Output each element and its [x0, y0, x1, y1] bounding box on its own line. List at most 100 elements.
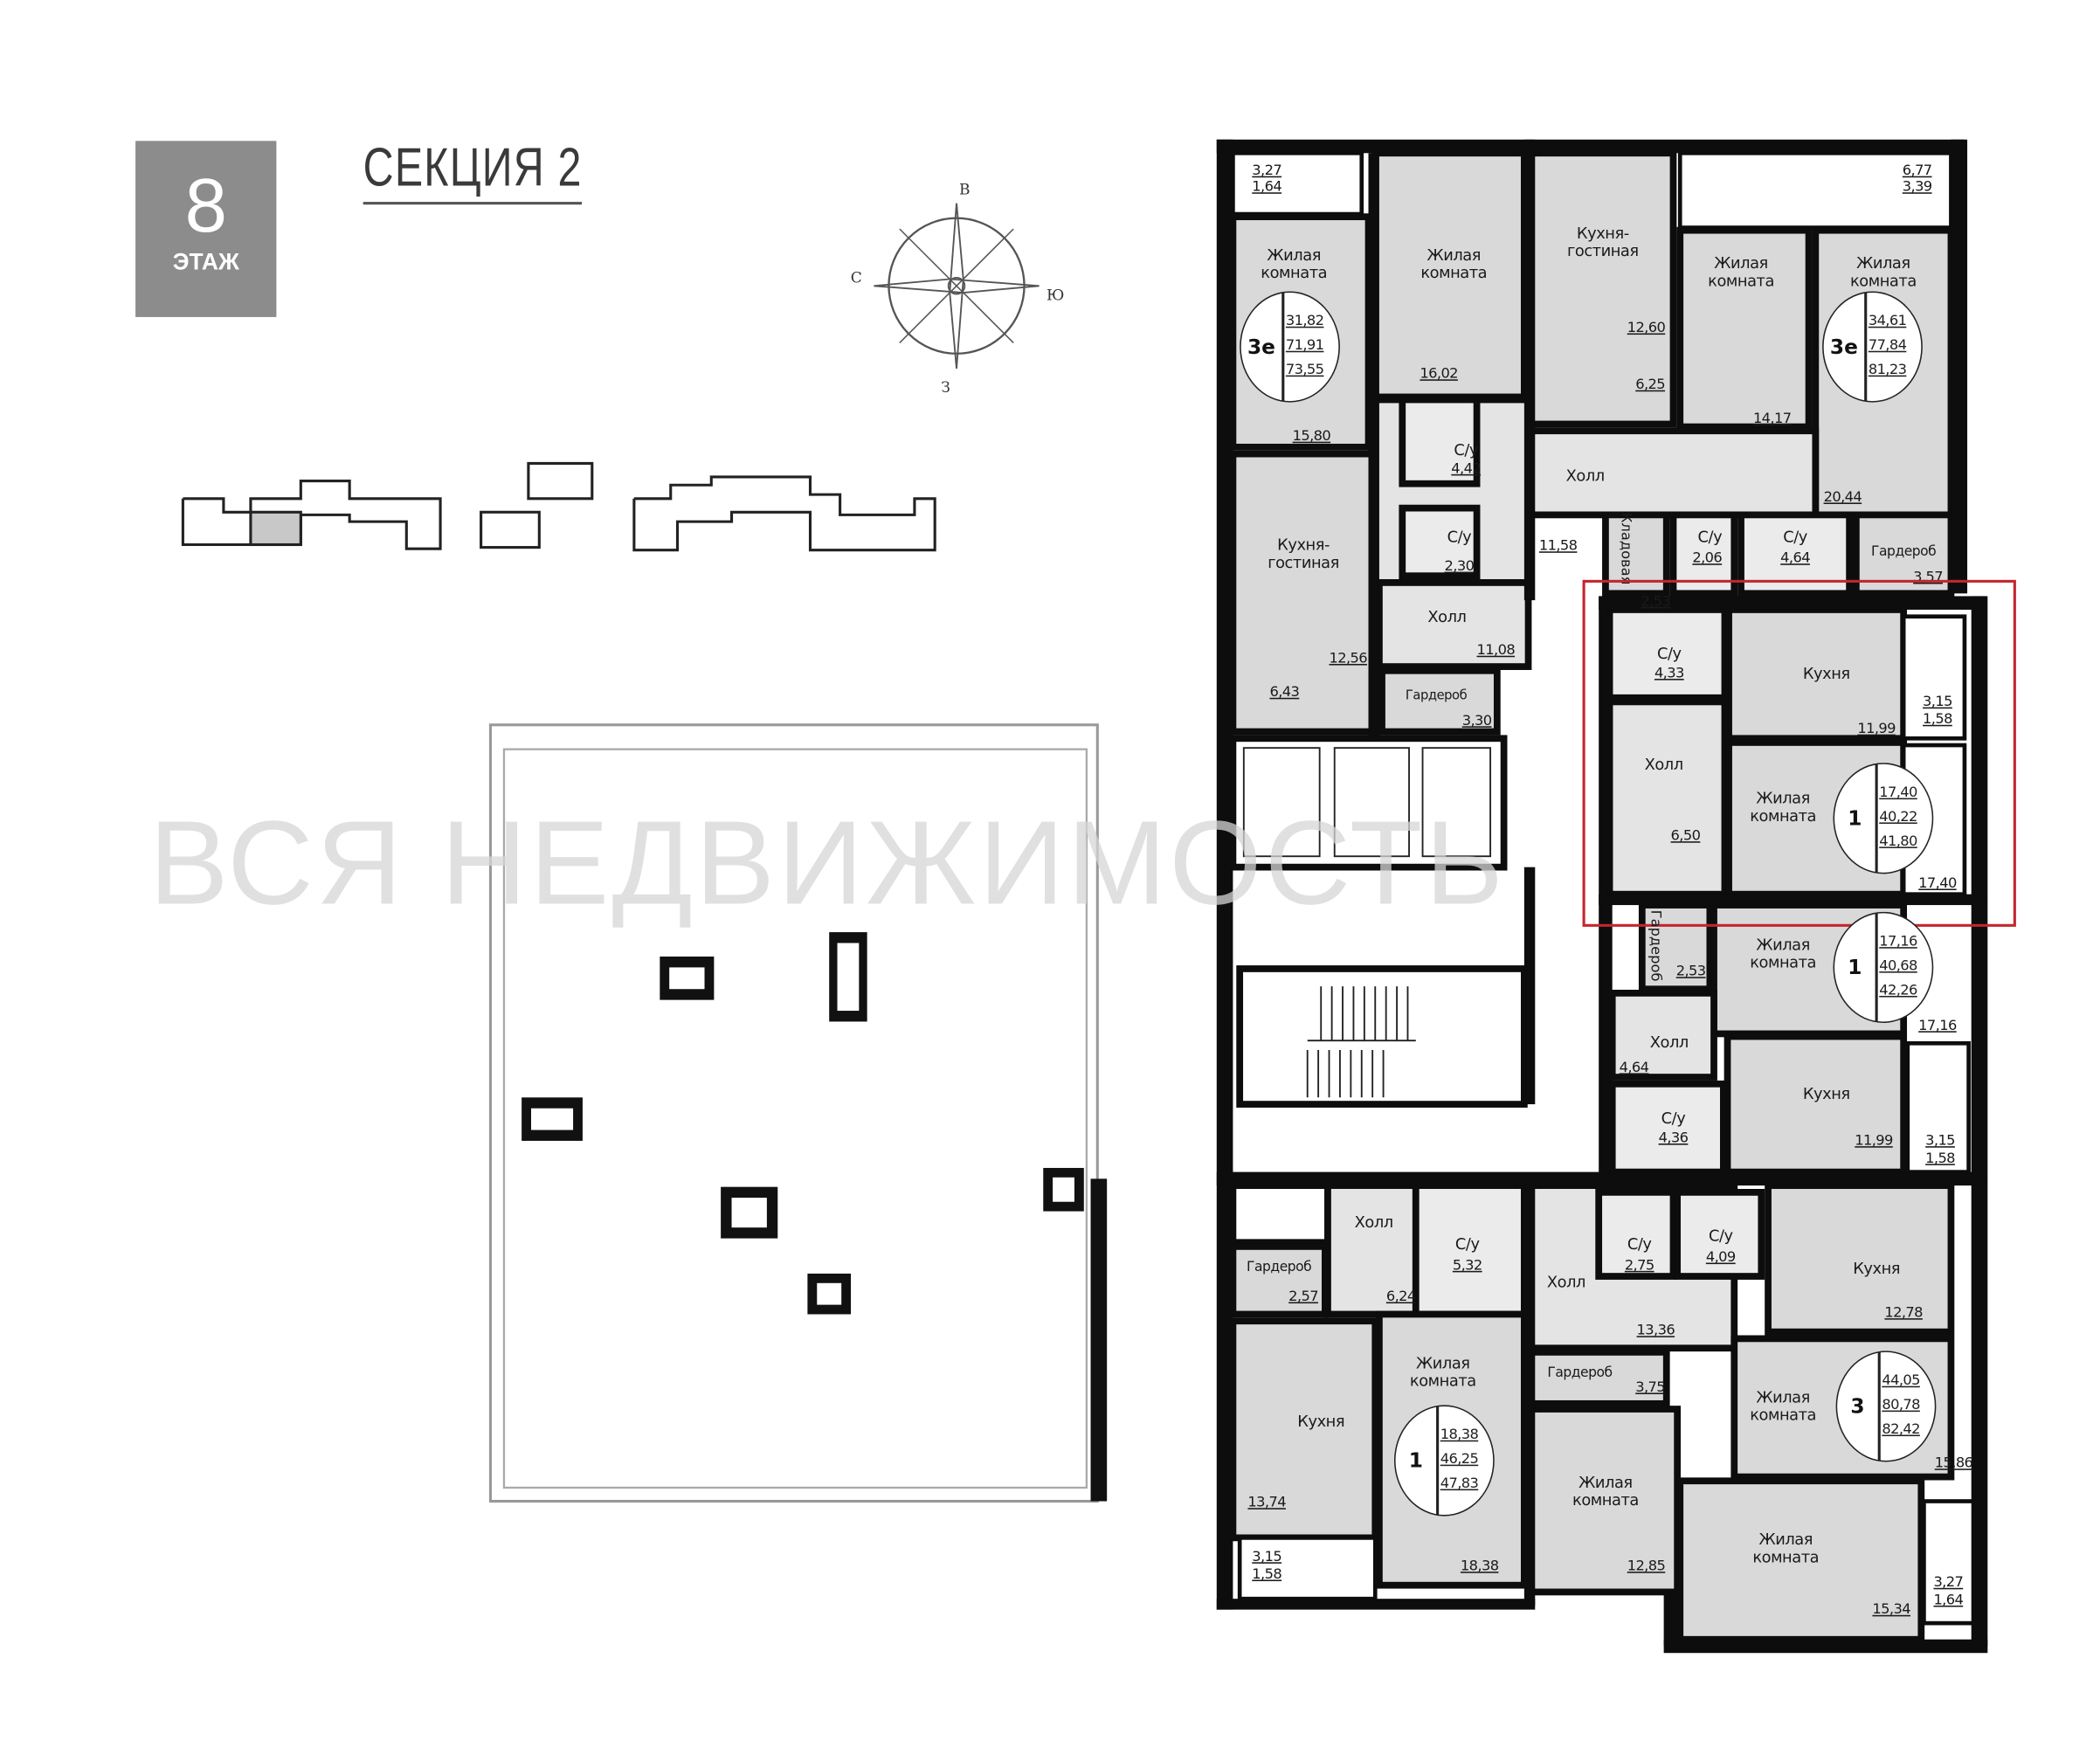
balcony-area: 3,27	[1252, 162, 1282, 179]
room-label: Жилая комната	[1409, 1353, 1476, 1390]
room-area: 12,85	[1627, 1558, 1666, 1575]
storage-area: 2,53	[1641, 593, 1671, 610]
hall-label: Холл	[1644, 754, 1684, 774]
kitchen-area: 12,56	[1329, 650, 1368, 667]
room-label: Жилая комната	[1750, 788, 1817, 825]
total-area-balcony: 41,80	[1879, 833, 1917, 850]
hall-area: 6,50	[1670, 827, 1701, 845]
living-area: 17,16	[1879, 933, 1917, 950]
apartment-type: 3е	[1829, 335, 1858, 360]
hall-label: Холл	[1565, 466, 1606, 486]
total-area: 80,78	[1882, 1397, 1920, 1413]
terrace	[488, 723, 1108, 1503]
bathroom-label: С/у	[1697, 527, 1723, 547]
total-area-balcony: 82,42	[1882, 1420, 1920, 1438]
selected-apartment-highlight	[1582, 579, 2016, 927]
balcony-area-reduced: 1,58	[1252, 1565, 1282, 1583]
balcony-area: 3,15	[1923, 694, 1952, 710]
apartment-badge: 3 44,05 80,78 82,42	[1835, 1351, 1937, 1462]
total-area: 71,91	[1285, 337, 1324, 354]
living-area: 17,40	[1879, 784, 1917, 801]
total-area: 77,84	[1868, 337, 1907, 354]
bathroom-area: 4,36	[1658, 1130, 1689, 1147]
bathroom-label: С/у	[1661, 1108, 1686, 1128]
bathroom-label: С/у	[1454, 1233, 1480, 1254]
balcony-area: 6,77	[1902, 162, 1932, 179]
apartment-badge: 3е 34,61 77,84 81,23	[1822, 291, 1923, 403]
wardrobe-label: Гардероб	[1871, 544, 1937, 560]
bathroom-area: 4,33	[1654, 665, 1684, 682]
stairs	[1242, 747, 1492, 1098]
wardrobe-area: 3,75	[1635, 1378, 1666, 1396]
apartment-type: 3	[1850, 1393, 1865, 1419]
hall-label: Холл	[1427, 606, 1467, 626]
total-area-balcony: 47,83	[1440, 1475, 1479, 1492]
bathroom-area: 2,06	[1692, 549, 1723, 567]
bathroom-area: 2,30	[1444, 558, 1475, 575]
room-area: 15,34	[1872, 1601, 1910, 1618]
room-area: 15,80	[1292, 428, 1331, 445]
total-area-balcony: 81,23	[1868, 362, 1907, 378]
hall-label: Холл	[1546, 1272, 1586, 1292]
room-label: Жилая комната	[1708, 253, 1774, 290]
total-area: 40,68	[1879, 957, 1917, 975]
living-area: 44,05	[1882, 1372, 1920, 1389]
kitchen-area: 11,99	[1857, 721, 1896, 737]
room-label: Жилая комната	[1750, 935, 1817, 971]
balcony-area: 3,15	[1252, 1548, 1282, 1565]
section-title: СЕКЦИЯ 2	[363, 138, 583, 205]
key-plan	[181, 461, 936, 552]
balcony-area-reduced: 1,58	[1923, 711, 1952, 728]
total-area-balcony: 73,55	[1285, 362, 1324, 378]
balcony-area-reduced: 1,64	[1933, 1592, 1964, 1609]
wardrobe-label: Гардероб	[1247, 1260, 1312, 1275]
room-area: 18,38	[1460, 1558, 1499, 1575]
bathroom-area: 5,32	[1452, 1257, 1482, 1274]
apartment-type: 1	[1848, 955, 1862, 980]
room-label: Жилая комната	[1849, 253, 1917, 290]
total-area: 46,25	[1440, 1451, 1479, 1468]
floor-label: ЭТАЖ	[172, 249, 239, 275]
wardrobe-label: Гардероб	[1648, 909, 1664, 982]
hall-label: Холл	[1354, 1213, 1394, 1232]
bathroom-label: С/у	[1657, 643, 1682, 663]
room-area: 17,40	[1918, 874, 1957, 892]
living-area: 31,82	[1285, 313, 1324, 329]
hall-area: 13,36	[1636, 1322, 1675, 1339]
storage-label: Кладовая	[1617, 512, 1634, 585]
living-area: 34,61	[1868, 313, 1907, 329]
compass-label-east: Ю	[1047, 287, 1065, 305]
balcony-area-reduced: 3,39	[1902, 178, 1932, 196]
hall-area: 11,58	[1538, 537, 1578, 555]
bathroom-area: 4,42	[1451, 460, 1482, 477]
room-area: 16,02	[1420, 365, 1458, 383]
floor-badge: 8 ЭТАЖ	[135, 141, 277, 317]
bathroom-label: С/у	[1454, 440, 1478, 459]
balcony-area-reduced: 1,58	[1925, 1150, 1955, 1167]
room-label: Жилая комната	[1572, 1472, 1639, 1510]
wardrobe-label: Гардероб	[1405, 687, 1468, 703]
bathroom-area: 4,09	[1705, 1249, 1736, 1266]
room-area: 20,44	[1823, 488, 1862, 506]
total-area: 40,22	[1879, 808, 1917, 826]
wardrobe-area: 3,30	[1461, 712, 1492, 729]
wardrobe-area: 2,53	[1675, 963, 1706, 980]
bathroom-area: 2,75	[1624, 1257, 1654, 1274]
balcony-area-reduced: 1,64	[1252, 178, 1282, 196]
bathroom-label: С/у	[1627, 1233, 1652, 1254]
floor-number: 8	[184, 162, 227, 248]
total-area-balcony: 42,26	[1879, 982, 1917, 999]
exterior-walls	[1216, 139, 1988, 1654]
kitchen-label: Кухня-гостиная	[1268, 535, 1339, 571]
hall-area: 4,64	[1619, 1059, 1649, 1076]
kitchen-label: Кухня	[1802, 1083, 1850, 1103]
hall-area: 11,08	[1476, 642, 1516, 659]
kitchen-area: 12,78	[1884, 1304, 1923, 1322]
living-area: 18,38	[1440, 1427, 1479, 1443]
room-label: Жилая комната	[1752, 1530, 1820, 1566]
balcony-area: 3,27	[1933, 1574, 1964, 1591]
kitchen-area: 11,99	[1855, 1132, 1893, 1150]
room-area: 14,17	[1752, 410, 1792, 427]
